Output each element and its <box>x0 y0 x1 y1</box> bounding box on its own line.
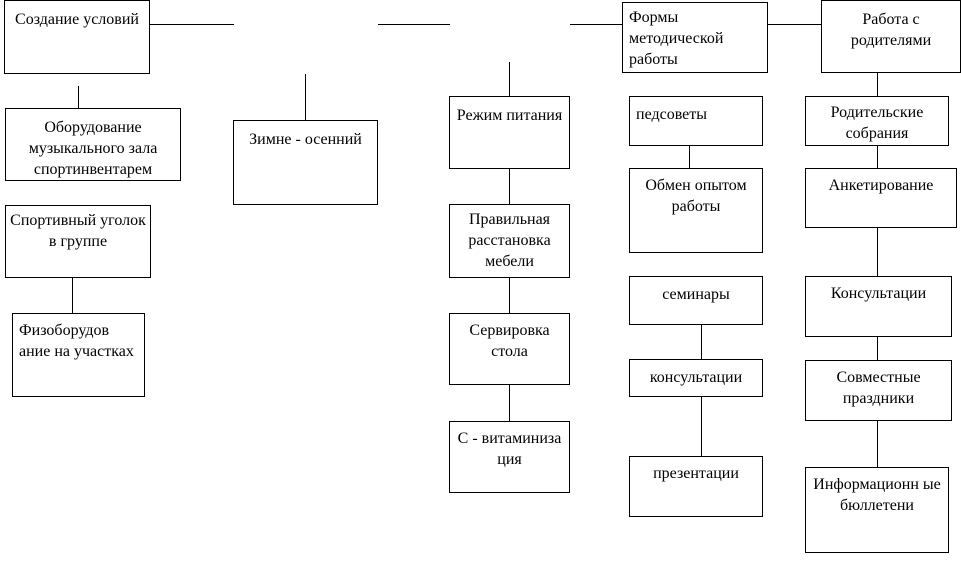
connector <box>570 24 622 25</box>
music-hall-box: Оборудование музыкального зала спортинве… <box>5 108 181 181</box>
method-forms-box: Формы методической работы <box>622 2 768 73</box>
parent-meetings-label: Родительские собрания <box>830 104 924 142</box>
presentations-box: презентации <box>629 456 763 517</box>
experience-exchange-box: Обмен опытом работы <box>629 168 763 253</box>
connector <box>509 385 510 421</box>
create-conditions-label: Создание условий <box>15 11 139 28</box>
parents-work-label: Работа с родителями <box>850 11 932 49</box>
seminars-box: семинары <box>629 276 763 325</box>
diet-box: Режим питания <box>449 96 570 169</box>
consultations-parents-box: Консультации <box>805 276 952 337</box>
surveys-label: Анкетирование <box>828 177 934 194</box>
connector <box>877 337 878 361</box>
joint-holidays-label: Совместные праздники <box>836 369 921 407</box>
info-bulletins-box: Информационн ые бюллетени <box>805 467 949 553</box>
vitamin-c-label: С - витаминиза ция <box>457 430 562 468</box>
winter-autumn-box: Зимне - осенний <box>233 120 378 205</box>
connector <box>689 146 690 168</box>
connector <box>72 277 73 313</box>
ped-councils-box: педсоветы <box>629 96 763 146</box>
table-setting-box: Сервировка стола <box>449 313 570 385</box>
sport-corner-box: Спортивный уголок в группе <box>5 205 151 278</box>
consultations-method-box: консультации <box>629 359 763 397</box>
vitamin-c-box: С - витаминиза ция <box>449 421 570 493</box>
connector <box>877 146 878 168</box>
diet-label: Режим питания <box>456 107 563 124</box>
info-bulletins-label: Информационн ые бюллетени <box>813 476 941 514</box>
consultations-method-label: консультации <box>649 369 743 386</box>
furniture-label: Правильная расстановка мебели <box>468 211 551 270</box>
seminars-label: семинары <box>662 286 730 303</box>
connector <box>877 72 878 96</box>
parents-work-box: Работа с родителями <box>821 0 961 73</box>
connector <box>768 24 822 25</box>
consultations-parents-label: Консультации <box>830 285 927 302</box>
connector <box>150 24 234 25</box>
furniture-box: Правильная расстановка мебели <box>449 204 570 278</box>
connector <box>877 228 878 276</box>
parent-meetings-box: Родительские собрания <box>805 96 949 146</box>
connector <box>701 325 702 359</box>
surveys-box: Анкетирование <box>805 168 957 228</box>
sport-corner-label: Спортивный уголок в группе <box>10 212 146 250</box>
ped-councils-label: педсоветы <box>636 106 707 123</box>
connector <box>378 24 450 25</box>
music-hall-label: Оборудование музыкального зала спортинве… <box>28 119 158 178</box>
presentations-label: презентации <box>653 465 739 482</box>
connector <box>78 86 79 108</box>
experience-exchange-label: Обмен опытом работы <box>645 177 747 215</box>
phys-equipment-label: Физоборудов ание на участках <box>19 322 134 360</box>
connector <box>701 397 702 457</box>
connector <box>877 421 878 467</box>
method-forms-label: Формы методической работы <box>629 9 724 68</box>
connector <box>509 168 510 204</box>
table-setting-label: Сервировка стола <box>469 322 550 360</box>
joint-holidays-box: Совместные праздники <box>805 360 952 421</box>
phys-equipment-box: Физоборудов ание на участках <box>12 313 145 397</box>
connector <box>509 62 510 96</box>
create-conditions-box: Создание условий <box>4 0 150 74</box>
connector <box>509 277 510 313</box>
connector <box>305 74 306 120</box>
winter-autumn-label: Зимне - осенний <box>249 131 362 148</box>
